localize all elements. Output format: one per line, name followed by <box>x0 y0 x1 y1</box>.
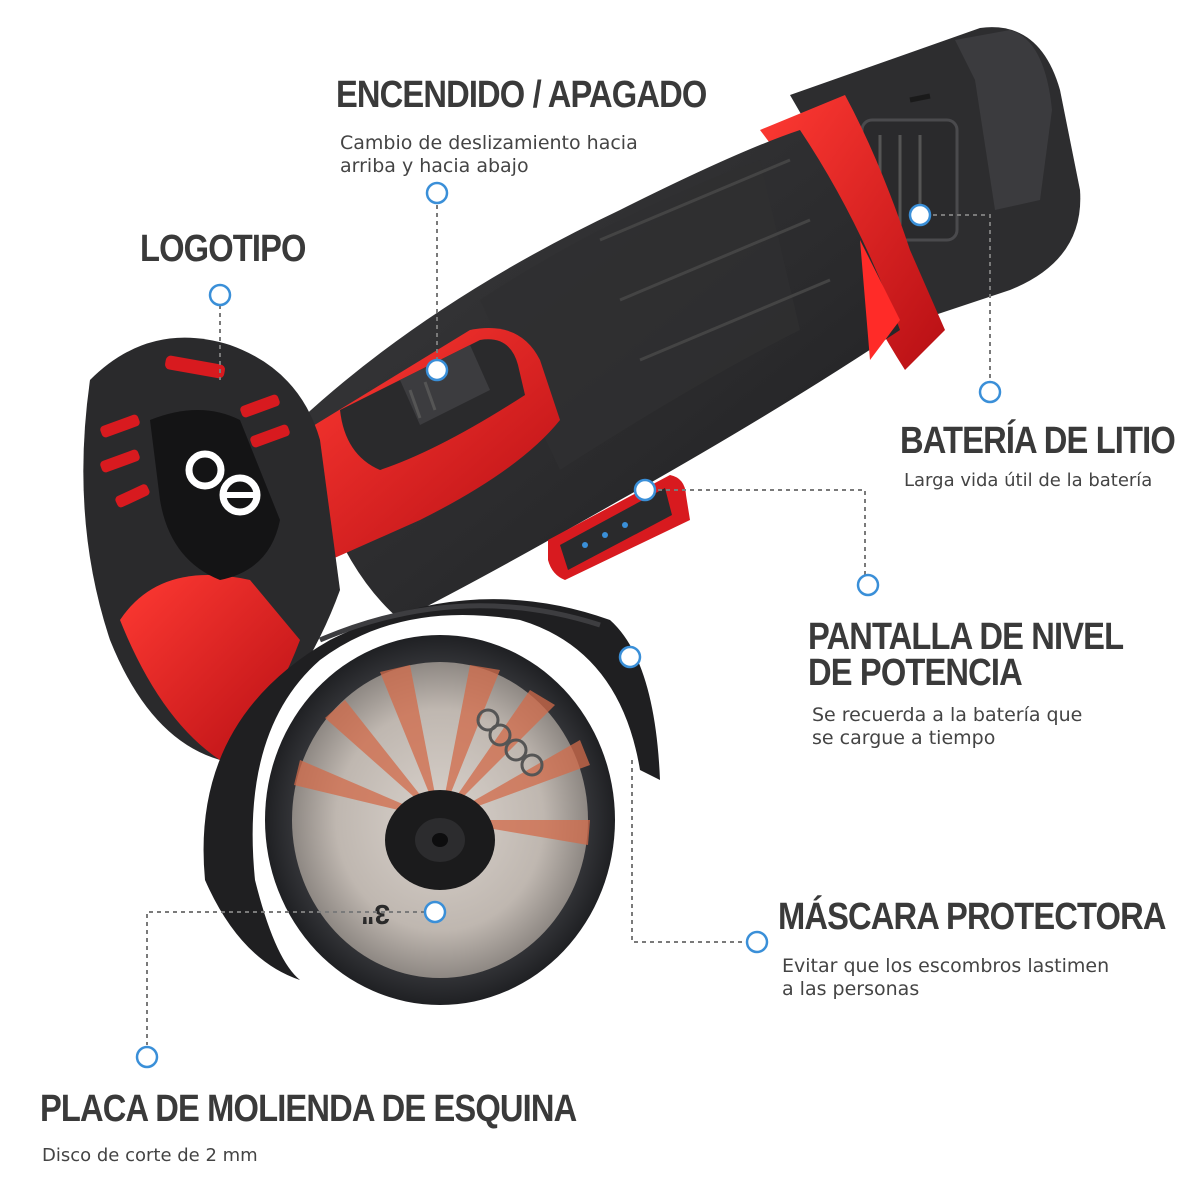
display-desc: Se recuerda a la batería que se cargue a… <box>812 704 1082 750</box>
display-desc-line1: Se recuerda a la batería que <box>812 704 1083 726</box>
brand-logo-icon <box>185 450 261 516</box>
marker-circle-icon <box>745 930 769 954</box>
plate-desc: Disco de corte de 2 mm <box>42 1145 258 1166</box>
guard-title: MÁSCARA PROTECTORA <box>778 896 1166 938</box>
marker-circle-icon <box>856 573 880 597</box>
battery-desc: Larga vida útil de la batería <box>904 470 1153 491</box>
marker-circle-icon <box>425 181 449 205</box>
marker-circle-icon <box>618 645 642 669</box>
battery-title: BATERÍA DE LITIO <box>900 420 1176 462</box>
power-title: ENCENDIDO / APAGADO <box>336 74 707 116</box>
guard-desc: Evitar que los escombros lastimen a las … <box>782 955 1109 1001</box>
marker-circle-icon <box>978 380 1002 404</box>
leader-lines <box>146 205 991 1045</box>
display-title-line2: DE POTENCIA <box>808 652 1023 694</box>
guard-desc-line2: a las personas <box>782 977 920 1000</box>
marker-circle-icon <box>633 478 657 502</box>
power-level-display <box>548 475 690 580</box>
marker-circle-icon <box>208 283 232 307</box>
power-desc-line2: arriba y hacia abajo <box>340 154 529 177</box>
callout-markers <box>135 181 1002 1069</box>
marker-circle-icon <box>425 358 449 382</box>
display-title-line1: PANTALLA DE NIVEL <box>808 616 1124 658</box>
gearbox-head <box>83 337 341 760</box>
battery-pack <box>790 27 1081 321</box>
protective-guard <box>203 599 660 980</box>
cutting-disc: 3" <box>265 635 615 1005</box>
plate-title: PLACA DE MOLIENDA DE ESQUINA <box>40 1088 577 1130</box>
guard-desc-line1: Evitar que los escombros lastimen <box>782 955 1110 977</box>
power-desc-line1: Cambio de deslizamiento hacia <box>340 132 638 154</box>
blade-marking: 3" <box>361 899 390 930</box>
display-desc-line2: se cargue a tiempo <box>812 726 996 749</box>
marker-circle-icon <box>908 203 932 227</box>
marker-circle-icon <box>135 1045 159 1069</box>
marker-circle-icon <box>423 900 447 924</box>
power-switch <box>340 339 525 470</box>
logo-title: LOGOTIPO <box>140 228 306 270</box>
power-desc: Cambio de deslizamiento hacia arriba y h… <box>340 132 638 178</box>
